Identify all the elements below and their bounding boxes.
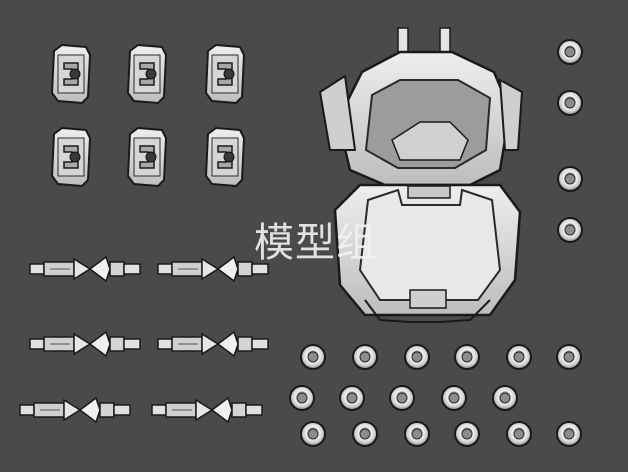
clip-part-3: [205, 44, 245, 104]
washer-right-2: [557, 90, 583, 116]
bow-part-5: [19, 397, 131, 423]
clip-part-6: [205, 127, 245, 187]
bow-part-1: [29, 256, 141, 282]
clip-part-2: [127, 44, 167, 104]
watermark-text: 模型组: [254, 220, 377, 266]
bow-part-4: [157, 331, 269, 357]
washer-right-4: [557, 217, 583, 243]
helmet-part: [318, 27, 524, 323]
clip-part-5: [127, 127, 167, 187]
bow-part-3: [29, 331, 141, 357]
washer-grid: [289, 344, 582, 447]
washer-right-1: [557, 39, 583, 65]
washer-right-3: [557, 166, 583, 192]
bow-part-6: [151, 397, 263, 423]
bow-part-2: [157, 256, 269, 282]
clip-part-4: [51, 127, 91, 187]
clip-part-1: [51, 44, 91, 104]
